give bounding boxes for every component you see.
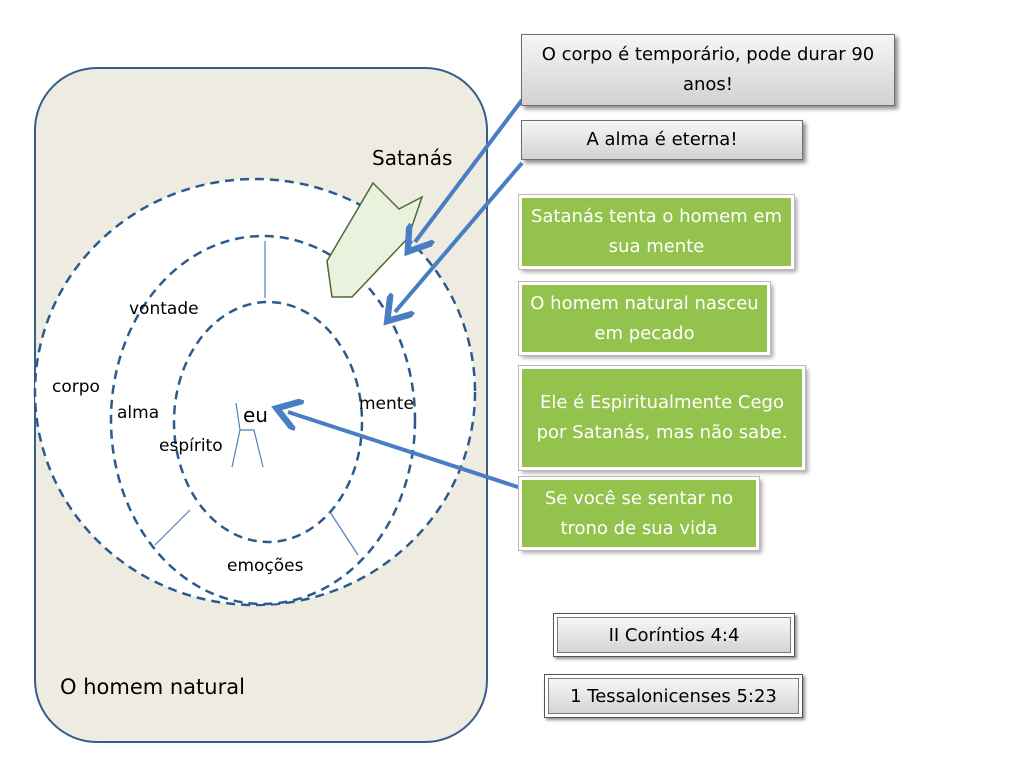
callout-alma-eterna: A alma é eterna! — [521, 120, 803, 160]
label-vontade: vontade — [129, 299, 199, 319]
label-alma: alma — [117, 403, 160, 423]
satan-arrow-icon — [326, 181, 424, 298]
callout-cego: Ele é Espiritualmente Cego por Satanás, … — [518, 365, 806, 471]
label-emocoes: emoções — [227, 556, 304, 576]
label-satanas: Satanás — [372, 146, 453, 170]
callout-trono: Se você se sentar no trono de sua vida — [518, 476, 760, 551]
callout-corpo-temporario: O corpo é temporário, pode durar 90 anos… — [521, 34, 895, 106]
label-mente: mente — [359, 394, 414, 414]
reference-corintios: II Coríntios 4:4 — [553, 613, 795, 657]
soul-divider-right — [329, 511, 359, 556]
arrow-alma-eterna — [395, 161, 524, 312]
spirit-circle — [172, 300, 364, 544]
reference-tessalonicenses-label: 1 Tessalonicenses 5:23 — [548, 678, 799, 714]
label-corpo: corpo — [52, 377, 100, 397]
label-eu: eu — [243, 403, 268, 427]
throne-icon — [231, 402, 264, 468]
reference-tessalonicenses: 1 Tessalonicenses 5:23 — [544, 674, 803, 718]
label-espirito: espírito — [159, 436, 223, 456]
soul-divider-left — [154, 509, 191, 546]
reference-corintios-label: II Coríntios 4:4 — [557, 617, 791, 653]
callout-satanas-tenta: Satanás tenta o homem em sua mente — [518, 194, 795, 270]
arrow-corpo-temporario — [415, 98, 524, 242]
arrow-trono — [288, 412, 531, 493]
label-homem-natural: O homem natural — [60, 675, 245, 699]
callout-homem-natural-pecado: O homem natural nasceu em pecado — [518, 281, 771, 356]
